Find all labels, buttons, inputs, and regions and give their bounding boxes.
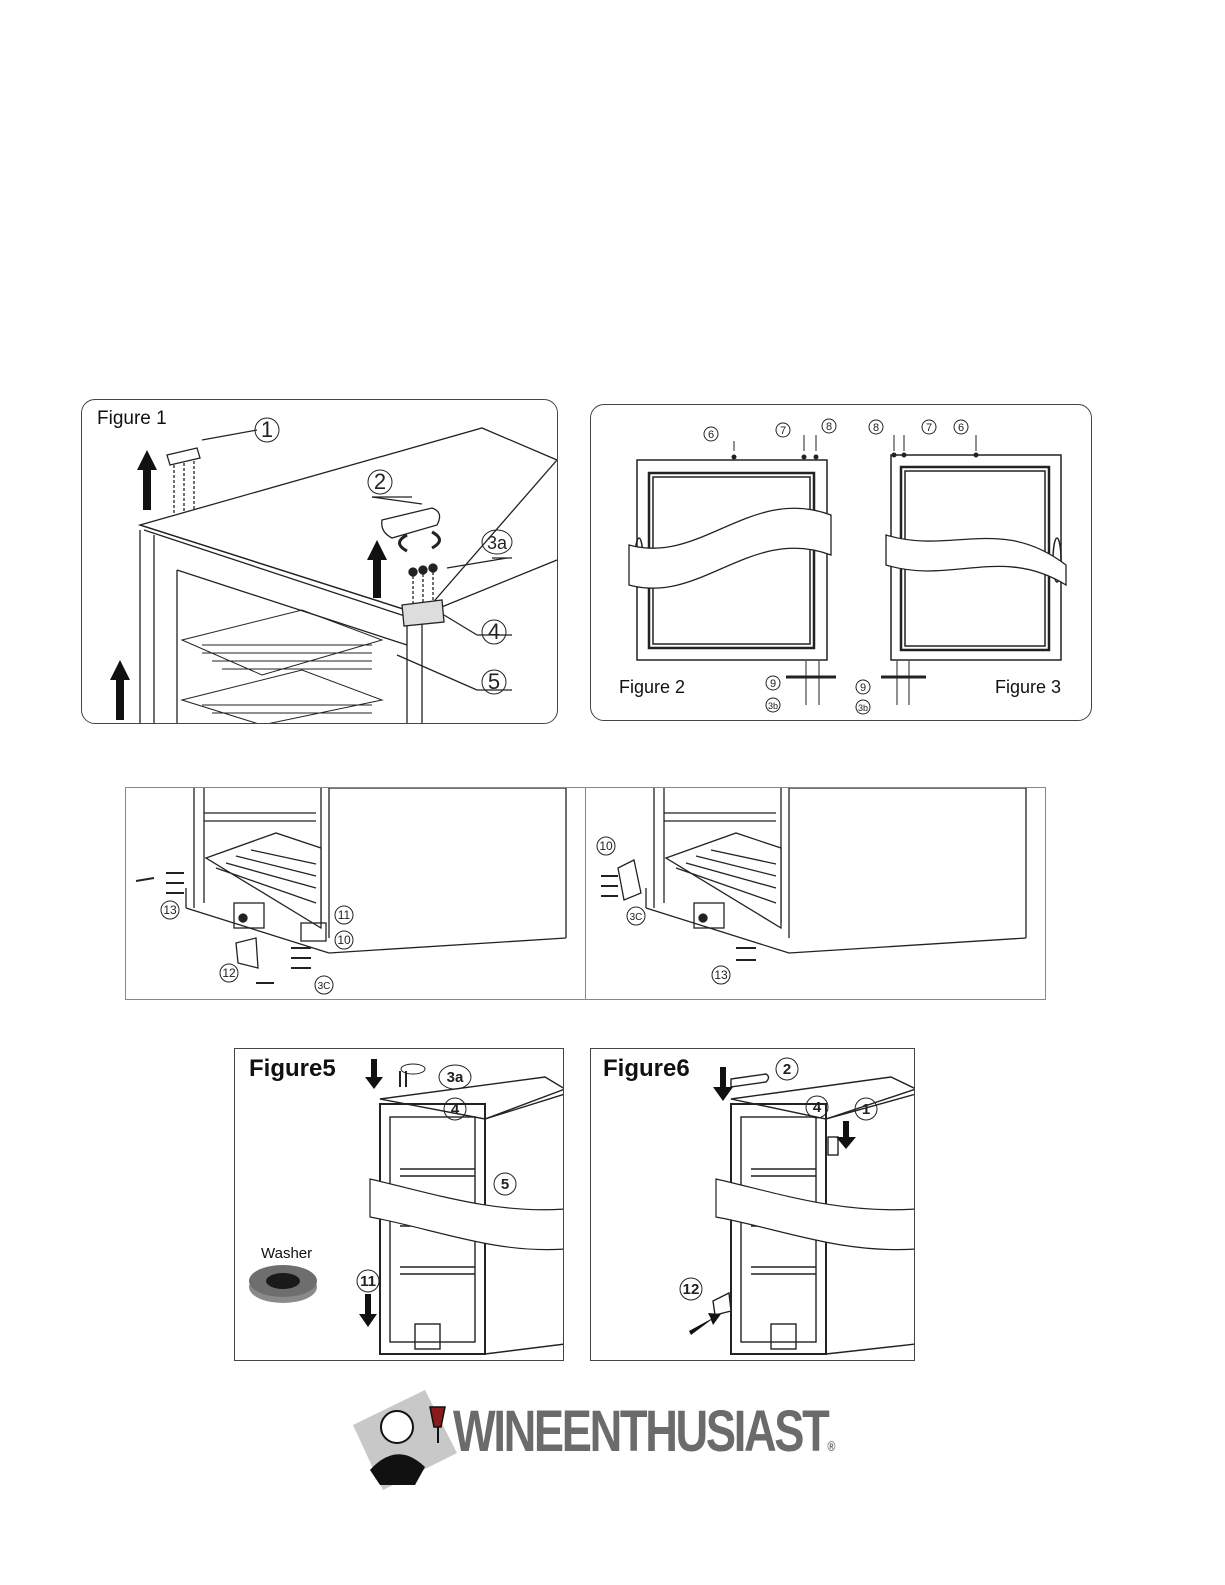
logo-word-wine: WINE (453, 1399, 562, 1464)
fig4b-label-3c: 3C (630, 912, 643, 923)
fig4a-label-3c: 3C (318, 981, 331, 992)
figure-4a-panel: 13 11 10 12 3C (125, 787, 586, 1000)
fig3-label-9: 9 (860, 682, 866, 694)
fig1-label-1: 1 (261, 417, 273, 442)
fig4a-label-13: 13 (163, 903, 177, 917)
figure-6-panel: Figure6 2 4 1 12 (590, 1048, 915, 1361)
figure-2-3-panel: 6 7 8 9 3b 8 7 6 9 3b Figure 2 Figure 3 (590, 404, 1092, 721)
figure-3-title: Figure 3 (995, 677, 1061, 698)
fig3-label-3b: 3b (858, 703, 868, 713)
figure-4b-panel: 10 3C 13 (585, 787, 1046, 1000)
washer-icon (249, 1265, 317, 1303)
figure-1-drawing: 1 2 3a 4 5 (82, 400, 558, 724)
fig2-label-9: 9 (770, 678, 776, 690)
fig3-label-6: 6 (958, 422, 964, 434)
washer-label: Washer (261, 1245, 312, 1262)
fig6-label-4: 4 (813, 1099, 822, 1116)
wine-enthusiast-logo: WINEENTHUSIAST® (345, 1385, 870, 1495)
fig5-label-5: 5 (501, 1176, 509, 1193)
fig6-label-2: 2 (783, 1061, 791, 1078)
figure-6-drawing: 2 4 1 12 (591, 1049, 915, 1361)
fig6-label-1: 1 (862, 1101, 870, 1118)
figure-5-panel: Figure5 3a 4 5 11 (234, 1048, 564, 1361)
logo-registered-mark: ® (827, 1438, 835, 1454)
fig4a-label-12: 12 (222, 966, 236, 980)
figure-4b-drawing: 10 3C 13 (586, 788, 1046, 1000)
fig2-label-8: 8 (826, 421, 832, 433)
fig4b-label-13: 13 (714, 968, 728, 982)
fig3-label-8: 8 (873, 422, 879, 434)
figure-2-title: Figure 2 (619, 677, 685, 698)
fig6-label-12: 12 (683, 1281, 700, 1298)
fig2-label-3b: 3b (768, 701, 778, 711)
figure-2-3-drawing: 6 7 8 9 3b 8 7 6 9 3b (591, 405, 1092, 721)
fig2-label-6: 6 (708, 429, 714, 441)
logo-word-enthusiast: ENTHUSIAST (562, 1399, 828, 1464)
figure-5-drawing: 3a 4 5 11 (235, 1049, 564, 1361)
fig4a-label-11: 11 (338, 908, 351, 922)
fig5-label-11: 11 (360, 1273, 376, 1290)
fig4b-label-10: 10 (599, 839, 613, 853)
fig5-label-4: 4 (451, 1101, 460, 1118)
figure-1-panel: Figure 1 (81, 399, 558, 724)
fig4a-label-10: 10 (337, 933, 351, 947)
fig1-label-3a: 3a (487, 533, 508, 553)
fig3-label-7: 7 (926, 422, 932, 434)
fig1-label-4: 4 (488, 619, 500, 644)
figure-4a-drawing: 13 11 10 12 3C (126, 788, 586, 1000)
fig1-label-5: 5 (488, 669, 500, 694)
fig5-label-3a: 3a (447, 1069, 464, 1086)
fig1-label-2: 2 (374, 469, 386, 494)
fig2-label-7: 7 (780, 425, 786, 437)
